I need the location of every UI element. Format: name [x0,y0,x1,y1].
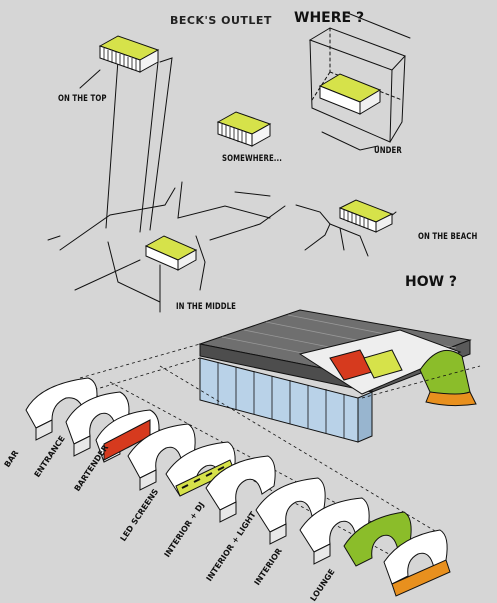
slice-interior-2 [299,497,370,565]
location-box-beach [338,199,394,233]
label-on-the-top: ON THE TOP [58,94,107,104]
location-box-middle [144,235,198,271]
location-box-somewhere [216,111,272,147]
sketch-under [308,11,411,151]
location-box-under [318,73,382,115]
page-title: BECK'S OUTLET [170,14,272,27]
slice-interior [255,477,326,545]
sketch-in-the-middle [47,181,286,313]
building-assembly [198,309,477,443]
where-heading: WHERE ? [294,10,365,26]
label-somewhere: SOMEWHERE... [222,154,282,164]
location-box-top [98,35,160,73]
slice-interior-dj [165,441,236,497]
slice-lounge [343,511,451,597]
slice-interior-light [205,455,276,523]
label-under: UNDER [374,146,402,156]
sketch-on-the-top [79,57,173,233]
how-heading: HOW ? [405,274,458,290]
label-in-the-middle: IN THE MIDDLE [176,302,237,312]
label-on-the-beach: ON THE BEACH [418,232,478,242]
